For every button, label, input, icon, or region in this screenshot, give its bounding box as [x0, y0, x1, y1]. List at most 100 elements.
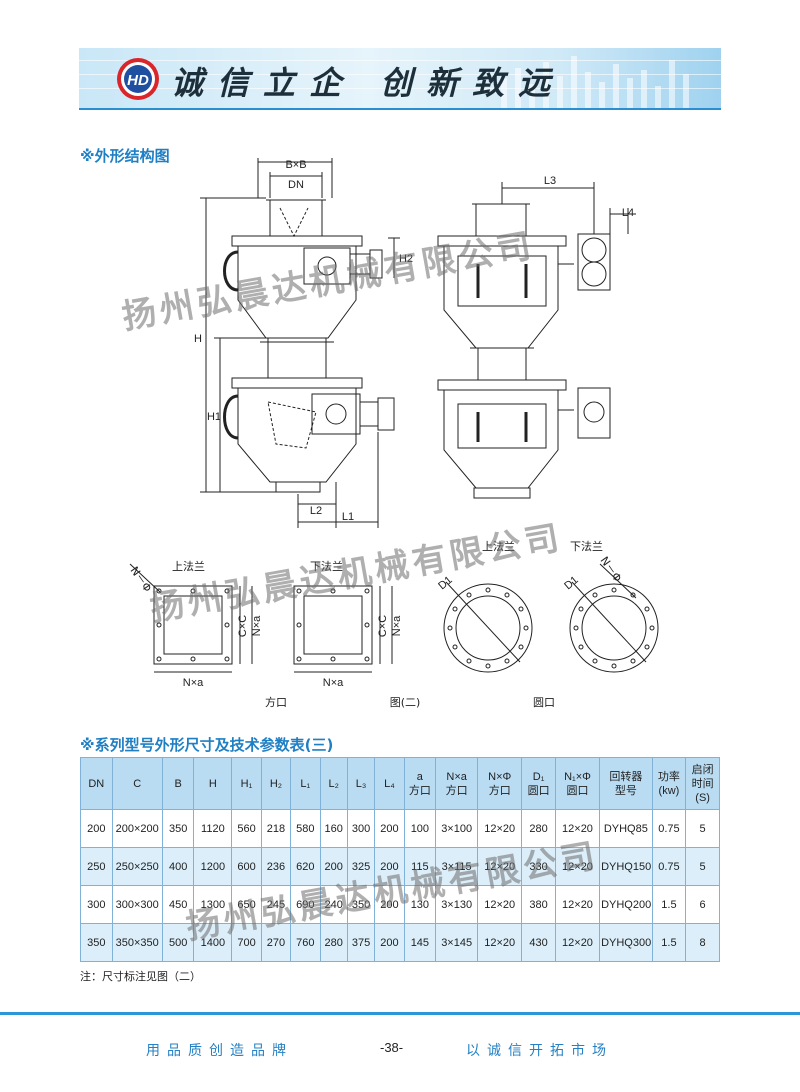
footer-left-slogan: 用品质创造品牌	[146, 1043, 293, 1059]
table-cell: 3×115	[435, 847, 479, 886]
table-cell: 12×20	[554, 809, 601, 848]
table-cell: 236	[260, 847, 292, 886]
table-cell: 300	[346, 809, 376, 848]
table-cell: 12×20	[554, 923, 601, 962]
flange-details	[129, 563, 659, 673]
table-cell: 200×200	[111, 809, 163, 848]
svg-text:C×C: C×C	[377, 615, 389, 637]
table-cell: 350×350	[111, 923, 163, 962]
column-header: H	[193, 757, 233, 810]
column-header: L₁	[290, 757, 321, 810]
table-cell: 350	[346, 885, 376, 924]
table-cell: 700	[231, 923, 262, 962]
svg-text:D1: D1	[562, 574, 580, 592]
column-header: DN	[80, 757, 113, 810]
table-cell: 0.75	[651, 809, 687, 848]
table-cell: DYHQ300	[599, 923, 653, 962]
table-cell: 450	[161, 885, 195, 924]
table-cell: 1400	[193, 923, 233, 962]
table-cell: 350	[161, 809, 195, 848]
svg-text:L3: L3	[544, 175, 556, 187]
column-header: H₂	[260, 757, 292, 810]
table-cell: 600	[231, 847, 262, 886]
table-cell: 1.5	[651, 885, 687, 924]
svg-text:N－Φ: N－Φ	[598, 554, 625, 585]
table-cell: 400	[161, 847, 195, 886]
table-section-title: ※系列型号外形尺寸及技术参数表(三)	[80, 736, 334, 754]
header-banner: HD 诚信立企 创新致远	[79, 48, 721, 110]
table-cell: 12×20	[477, 885, 523, 924]
svg-text:B×B: B×B	[285, 159, 306, 171]
table-cell: 3×145	[435, 923, 479, 962]
column-header: L₂	[319, 757, 348, 810]
table-cell: 380	[521, 885, 556, 924]
table-cell: 690	[290, 885, 321, 924]
table-cell: 12×20	[477, 923, 523, 962]
table-cell: 350	[80, 923, 113, 962]
table-cell: 12×20	[477, 809, 523, 848]
table-cell: 218	[260, 809, 292, 848]
side-view	[437, 182, 636, 499]
table-cell: 200	[374, 923, 405, 962]
page-number: -38-	[380, 1040, 404, 1055]
table-cell: 145	[403, 923, 437, 962]
svg-text:DN: DN	[288, 179, 304, 191]
column-header: H₁	[231, 757, 262, 810]
svg-text:N×a: N×a	[251, 615, 263, 636]
table-cell: 115	[403, 847, 437, 886]
table-cell: 375	[346, 923, 376, 962]
structure-drawing: B×B DN H H1 H2 L2 L1 L3 L4	[80, 152, 720, 712]
table-cell: 160	[319, 809, 348, 848]
svg-text:C×C: C×C	[237, 615, 249, 637]
table-cell: 1200	[193, 847, 233, 886]
footer-divider	[0, 1012, 800, 1015]
table-cell: DYHQ150	[599, 847, 653, 886]
svg-text:H: H	[194, 333, 202, 345]
table-cell: 5	[685, 847, 720, 886]
svg-text:上法兰: 上法兰	[482, 539, 515, 553]
structure-section-title: ※外形结构图	[80, 147, 170, 165]
table-cell: 250	[80, 847, 113, 886]
table-cell: DYHQ85	[599, 809, 653, 848]
table-cell: 5	[685, 809, 720, 848]
svg-text:上法兰: 上法兰	[172, 559, 205, 573]
svg-text:下法兰: 下法兰	[570, 539, 603, 553]
table-cell: 280	[319, 923, 348, 962]
svg-text:方口: 方口	[265, 695, 287, 709]
svg-text:N×a: N×a	[183, 677, 204, 689]
svg-text:图(二): 图(二)	[390, 696, 421, 709]
svg-text:N×a: N×a	[323, 677, 344, 689]
table-cell: 3×100	[435, 809, 479, 848]
banner-decoration	[501, 56, 689, 108]
column-header: L₄	[374, 757, 405, 810]
svg-text:下法兰: 下法兰	[310, 559, 343, 573]
column-header: L₃	[346, 757, 376, 810]
table-cell: 240	[319, 885, 348, 924]
table-cell: 300	[80, 885, 113, 924]
table-cell: 760	[290, 923, 321, 962]
slogan: 诚信立企 创新致远	[171, 64, 565, 102]
column-header: 启闭时间(S)	[685, 757, 720, 810]
column-header: 功率(kw)	[651, 757, 687, 810]
footer-right-slogan: 以诚信开拓市场	[466, 1043, 613, 1059]
svg-text:L2: L2	[310, 505, 322, 517]
table-cell: 200	[374, 847, 405, 886]
svg-text:N×a: N×a	[391, 615, 403, 636]
table-cell: 1300	[193, 885, 233, 924]
table-cell: DYHQ200	[599, 885, 653, 924]
table-cell: 620	[290, 847, 321, 886]
table-cell: 580	[290, 809, 321, 848]
table-cell: 3×130	[435, 885, 479, 924]
table-cell: 12×20	[554, 885, 601, 924]
table-cell: 1.5	[651, 923, 687, 962]
